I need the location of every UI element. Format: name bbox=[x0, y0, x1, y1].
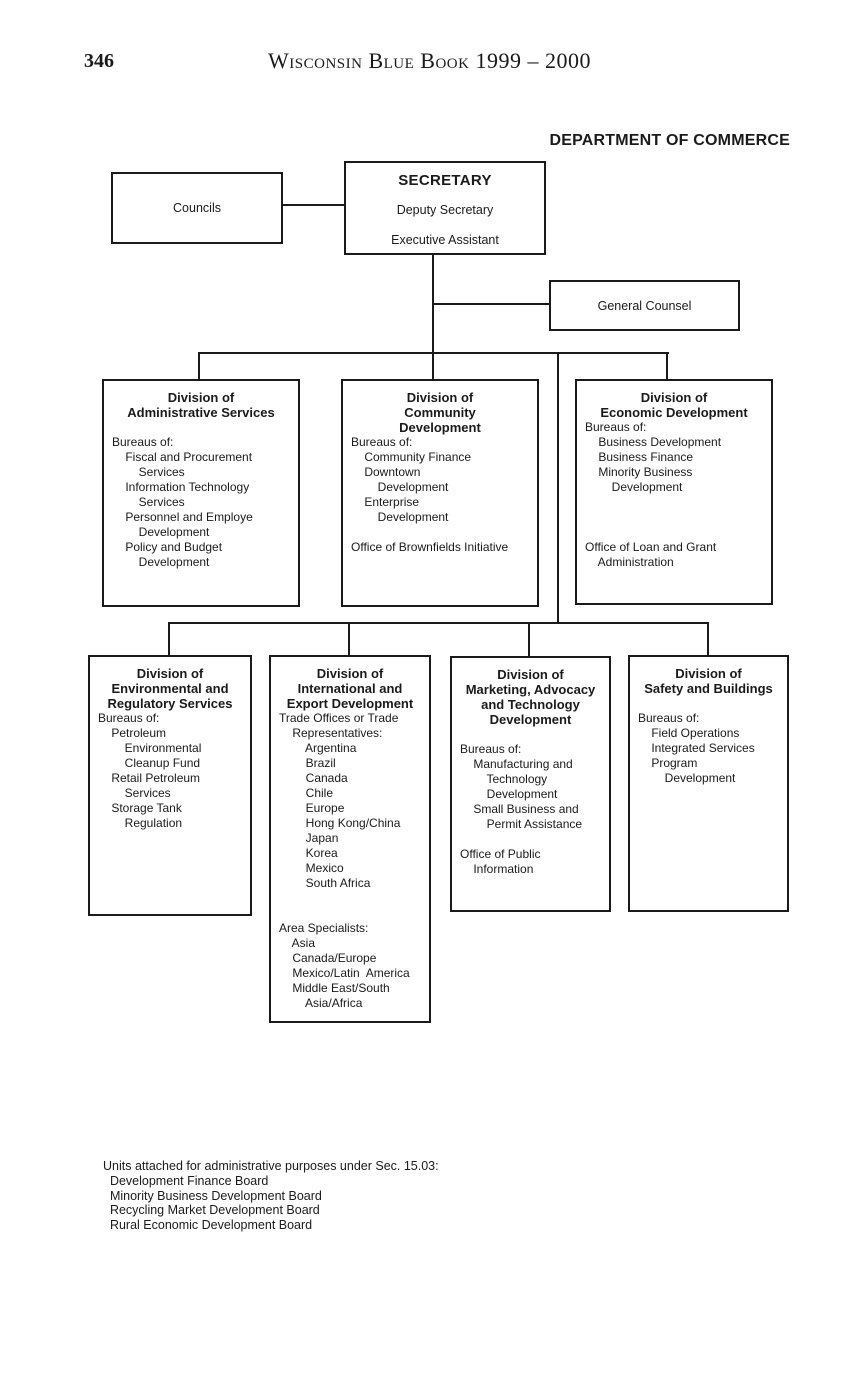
chart-title: DEPARTMENT OF COMMERCE bbox=[549, 132, 790, 149]
general-counsel-box: General Counsel bbox=[549, 280, 740, 331]
connector-stub-economic bbox=[666, 352, 668, 380]
connector-row2-feeder bbox=[557, 352, 559, 624]
connector-stub-environmental bbox=[168, 622, 170, 656]
division-body: Bureaus of: Community Finance Downtown D… bbox=[351, 435, 509, 554]
division-title: Division of Environmental and Regulatory… bbox=[107, 666, 233, 711]
division-body: Bureaus of: Business Development Busines… bbox=[585, 420, 722, 569]
division-community-development-box: Division of Community Development Bureau… bbox=[341, 379, 539, 607]
division-body: Bureaus of: Field Operations Integrated … bbox=[638, 711, 755, 785]
division-body: Bureaus of: Fiscal and Procurement Servi… bbox=[112, 435, 253, 569]
administrative-units-footnote: Units attached for administrative purpos… bbox=[103, 1159, 439, 1233]
division-economic-development-box: Division of Economic Development Bureaus… bbox=[575, 379, 773, 605]
connector-secretary-down bbox=[432, 254, 434, 381]
connector-stub-marketing bbox=[528, 622, 530, 656]
secretary-box: SECRETARY Deputy Secretary Executive Ass… bbox=[344, 161, 546, 255]
division-title: Division of Safety and Buildings bbox=[644, 666, 773, 696]
connector-stub-safety bbox=[707, 622, 709, 656]
councils-box: Councils bbox=[111, 172, 283, 244]
division-administrative-services-box: Division of Administrative Services Bure… bbox=[102, 379, 300, 607]
division-marketing-advocacy-technology-box: Division of Marketing, Advocacy and Tech… bbox=[450, 656, 611, 912]
division-international-export-box: Division of International and Export Dev… bbox=[269, 655, 431, 1023]
division-title: Division of Community Development bbox=[399, 390, 481, 435]
page-number: 346 bbox=[84, 50, 114, 72]
councils-label: Councils bbox=[173, 201, 221, 215]
secretary-title: SECRETARY bbox=[398, 172, 492, 189]
division-safety-buildings-box: Division of Safety and Buildings Bureaus… bbox=[628, 655, 789, 912]
executive-assistant-label: Executive Assistant bbox=[391, 233, 499, 247]
connector-stub-international bbox=[348, 622, 350, 656]
connector-general-counsel bbox=[432, 303, 549, 305]
connector-row1-horizontal bbox=[198, 352, 669, 354]
division-title: Division of Administrative Services bbox=[127, 390, 275, 420]
division-body: Bureaus of: Manufacturing and Technology… bbox=[460, 742, 583, 876]
connector-stub-administrative bbox=[198, 352, 200, 380]
division-title: Division of International and Export Dev… bbox=[286, 666, 414, 711]
division-title: Division of Marketing, Advocacy and Tech… bbox=[465, 667, 596, 727]
division-body: Trade Offices or Trade Representatives: … bbox=[279, 711, 410, 1010]
division-title: Division of Economic Development bbox=[600, 390, 748, 420]
connector-councils-secretary bbox=[283, 204, 344, 206]
book-title: Wisconsin Blue Book 1999 – 2000 bbox=[268, 48, 591, 73]
division-environmental-regulatory-box: Division of Environmental and Regulatory… bbox=[88, 655, 252, 916]
connector-row2-horizontal bbox=[168, 622, 709, 624]
division-body: Bureaus of: Petroleum Environmental Clea… bbox=[98, 711, 202, 830]
deputy-secretary-label: Deputy Secretary bbox=[396, 203, 494, 217]
general-counsel-label: General Counsel bbox=[597, 298, 692, 313]
